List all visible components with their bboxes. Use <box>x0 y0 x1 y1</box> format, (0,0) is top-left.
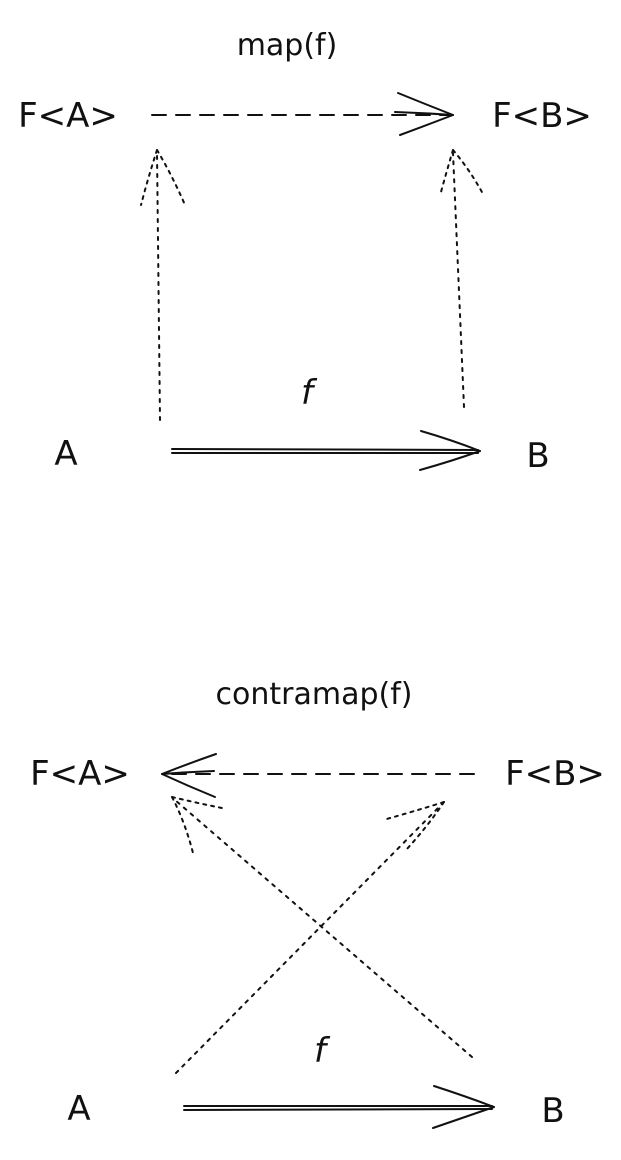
contramap-solid-arrow-f <box>183 1085 495 1129</box>
map-dotted-arrow-a-to-fa <box>140 149 186 421</box>
map-node-fa: F<A> <box>18 96 118 136</box>
map-dashed-arrow <box>151 92 454 136</box>
contramap-node-fb: F<B> <box>505 754 605 794</box>
contramap-dotted-arrow-b-to-fa <box>171 796 473 1058</box>
contramap-title: contramap(f) <box>216 677 413 712</box>
contramap-node-fa: F<A> <box>30 754 130 794</box>
contramap-f-label: f <box>314 1031 331 1071</box>
map-solid-arrow-f <box>171 430 481 471</box>
map-node-b: B <box>526 436 549 476</box>
contramap-dashed-arrow <box>161 753 475 798</box>
map-node-fb: F<B> <box>492 96 592 136</box>
map-diagram: map(f) F<A> F<B> A B f <box>18 28 592 476</box>
map-dotted-arrow-b-to-fb <box>440 149 484 408</box>
contramap-node-b: B <box>541 1091 564 1131</box>
map-f-label: f <box>301 373 318 413</box>
contramap-diagram: contramap(f) F<A> F<B> A B f <box>30 677 605 1131</box>
contramap-dotted-arrow-a-to-fb <box>175 801 445 1074</box>
map-title: map(f) <box>237 28 338 63</box>
map-node-a: A <box>54 434 77 474</box>
contramap-node-a: A <box>67 1089 90 1129</box>
